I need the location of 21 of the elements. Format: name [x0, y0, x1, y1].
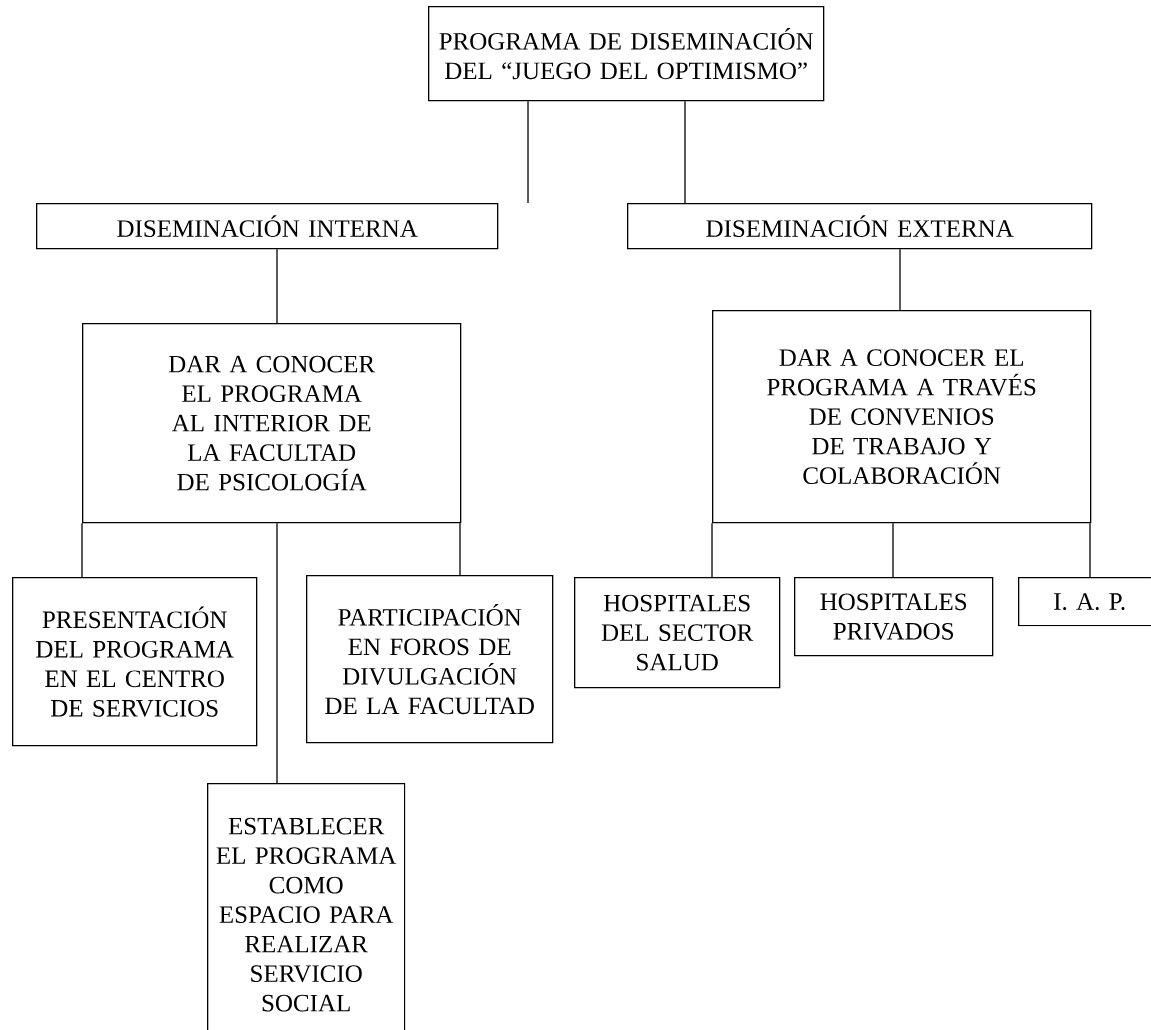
connector-line [1089, 522, 1091, 578]
text-box: DAR A CONOCER EL PROGRAMA AL INTERIOR DE LA FACULTAD DE PSICOLOGÍA [82, 323, 462, 524]
connector-line [527, 100, 529, 204]
connector-line [459, 522, 461, 576]
connector-line [892, 522, 894, 578]
connector-line [899, 248, 901, 311]
text-box: DISEMINACIÓN EXTERNA [627, 203, 1093, 250]
text-box: ESTABLECER EL PROGRAMA COMO ESPACIO PARA REALIZAR SERVICIO SOCIAL [207, 783, 406, 1030]
text-box: HOSPITALES DEL SECTOR SALUD [574, 577, 781, 689]
text-box: PARTICIPACIÓN EN FOROS DE DIVULGACIÓN DE LA FACULTAD [306, 575, 554, 744]
text-box: DISEMINACIÓN INTERNA [36, 203, 499, 250]
text-box: HOSPITALES PRIVADOS [794, 577, 994, 657]
text-box: I. A. P. [1018, 577, 1151, 627]
connector-line [276, 248, 278, 324]
text-box: PROGRAMA DE DISEMINACIÓN DEL “JUEGO DEL OPTIMISMO” [428, 6, 825, 102]
connector-line [711, 522, 713, 578]
connector-line [684, 100, 686, 204]
text-box: PRESENTACIÓN DEL PROGRAMA EN EL CENTRO DE SERVICIOS [12, 577, 258, 747]
text-box: DAR A CONOCER EL PROGRAMA A TRAVÉS DE CONVENIOS DE TRABAJO Y COLABORACIÓN [712, 310, 1092, 524]
connector-line [81, 522, 83, 578]
connector-line [276, 522, 278, 784]
